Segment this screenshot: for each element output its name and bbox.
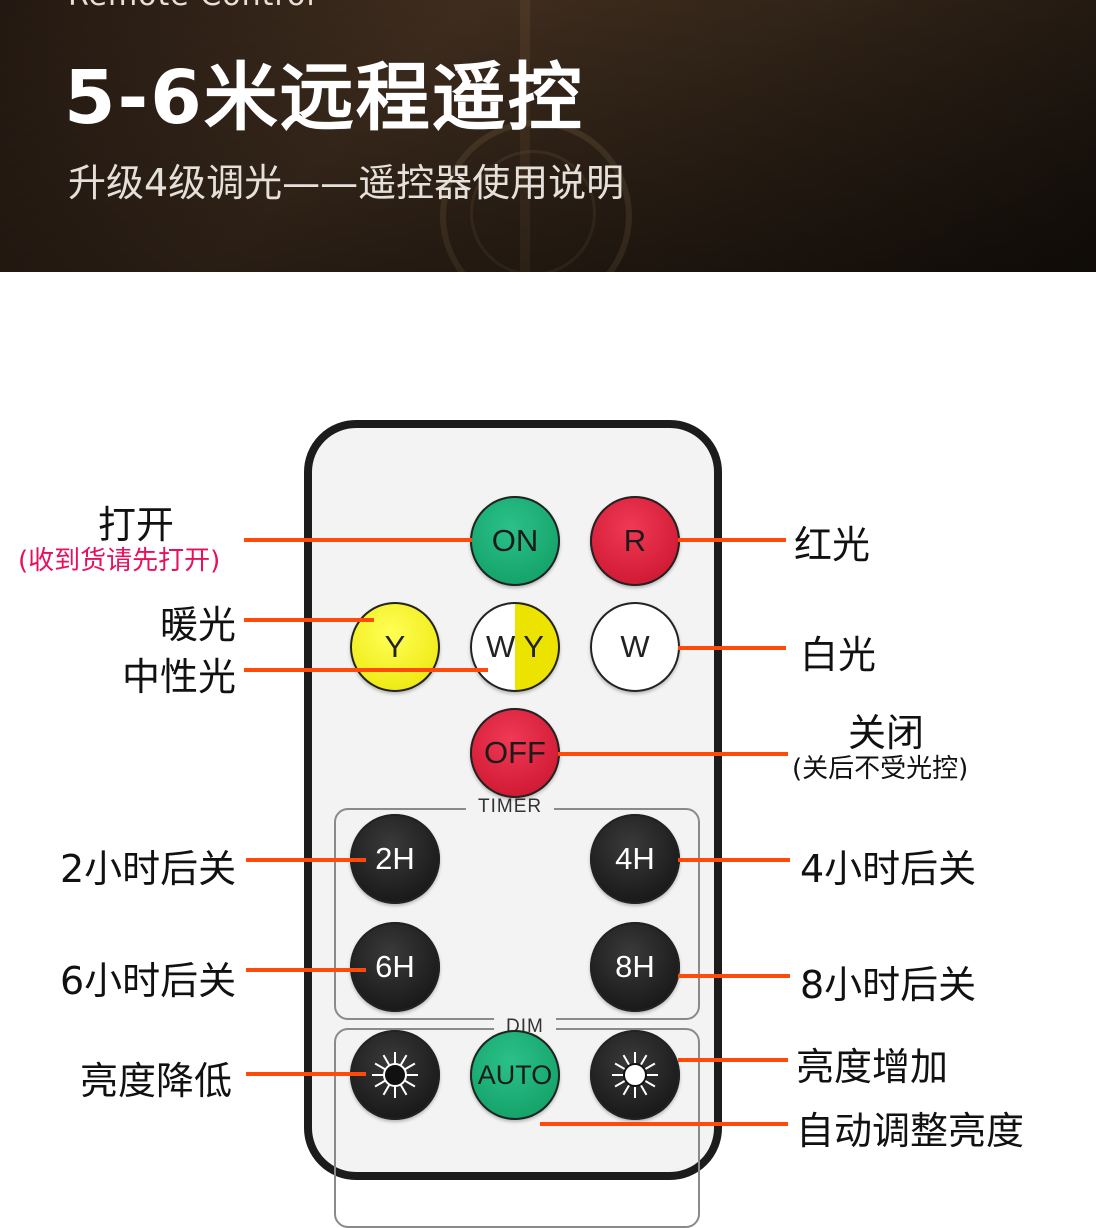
label-off-note: (关后不受光控) bbox=[792, 754, 969, 784]
label-off: 关闭 bbox=[848, 711, 925, 755]
page-title: 5-6米远程遥控 bbox=[64, 55, 584, 141]
dim-down-button[interactable] bbox=[350, 1030, 440, 1120]
label-4h: 4小时后关 bbox=[800, 847, 977, 891]
timer-8h-button[interactable]: 8H bbox=[590, 922, 680, 1012]
label-2h: 2小时后关 bbox=[60, 847, 237, 891]
banner-medallion-decoration bbox=[440, 120, 632, 272]
sun-outline-icon bbox=[372, 1052, 418, 1098]
on-button[interactable]: ON bbox=[470, 496, 560, 586]
dim-up-button[interactable] bbox=[590, 1030, 680, 1120]
timer-4h-button[interactable]: 4H bbox=[590, 814, 680, 904]
leader-line-neutral bbox=[244, 668, 488, 672]
label-6h: 6小时后关 bbox=[60, 959, 237, 1003]
banner-english-title: Remote Control bbox=[68, 0, 316, 13]
auto-dim-button[interactable]: AUTO bbox=[470, 1030, 560, 1120]
leader-line-2h bbox=[246, 858, 366, 862]
header-banner: Remote Control 5-6米远程遥控 升级4级调光——遥控器使用说明 bbox=[0, 0, 1096, 272]
timer-group: TIMER bbox=[334, 796, 700, 1020]
page-subtitle: 升级4级调光——遥控器使用说明 bbox=[68, 161, 625, 205]
label-white: 白光 bbox=[800, 633, 877, 677]
label-red: 红光 bbox=[794, 523, 871, 567]
leader-line-8h bbox=[678, 974, 790, 978]
label-on-note: (收到货请先打开) bbox=[18, 546, 221, 576]
leader-line-6h bbox=[246, 968, 366, 972]
label-neutral: 中性光 bbox=[122, 655, 237, 699]
leader-line-warm bbox=[244, 618, 374, 622]
leader-line-dim-up bbox=[678, 1058, 788, 1062]
label-on: 打开 bbox=[98, 503, 175, 547]
leader-line-red bbox=[678, 538, 786, 542]
timer-group-label: TIMER bbox=[466, 796, 555, 818]
leader-line-on bbox=[244, 538, 472, 542]
leader-line-dim-down bbox=[246, 1072, 366, 1076]
sun-bright-icon bbox=[612, 1052, 658, 1098]
label-warm: 暖光 bbox=[160, 603, 237, 647]
label-auto: 自动调整亮度 bbox=[796, 1109, 1025, 1153]
leader-line-white bbox=[678, 646, 786, 650]
label-8h: 8小时后关 bbox=[800, 963, 977, 1007]
off-button[interactable]: OFF bbox=[470, 708, 560, 798]
white-light-button[interactable]: W bbox=[590, 602, 680, 692]
label-dim-up: 亮度增加 bbox=[796, 1045, 949, 1089]
label-dim-down: 亮度降低 bbox=[80, 1059, 233, 1103]
warm-light-button[interactable]: Y bbox=[350, 602, 440, 692]
leader-line-4h bbox=[678, 858, 790, 862]
red-light-button[interactable]: R bbox=[590, 496, 680, 586]
leader-line-auto bbox=[540, 1122, 788, 1126]
banner-medallion-inner-decoration bbox=[470, 150, 596, 272]
timer-6h-button[interactable]: 6H bbox=[350, 922, 440, 1012]
leader-line-off bbox=[558, 752, 788, 756]
